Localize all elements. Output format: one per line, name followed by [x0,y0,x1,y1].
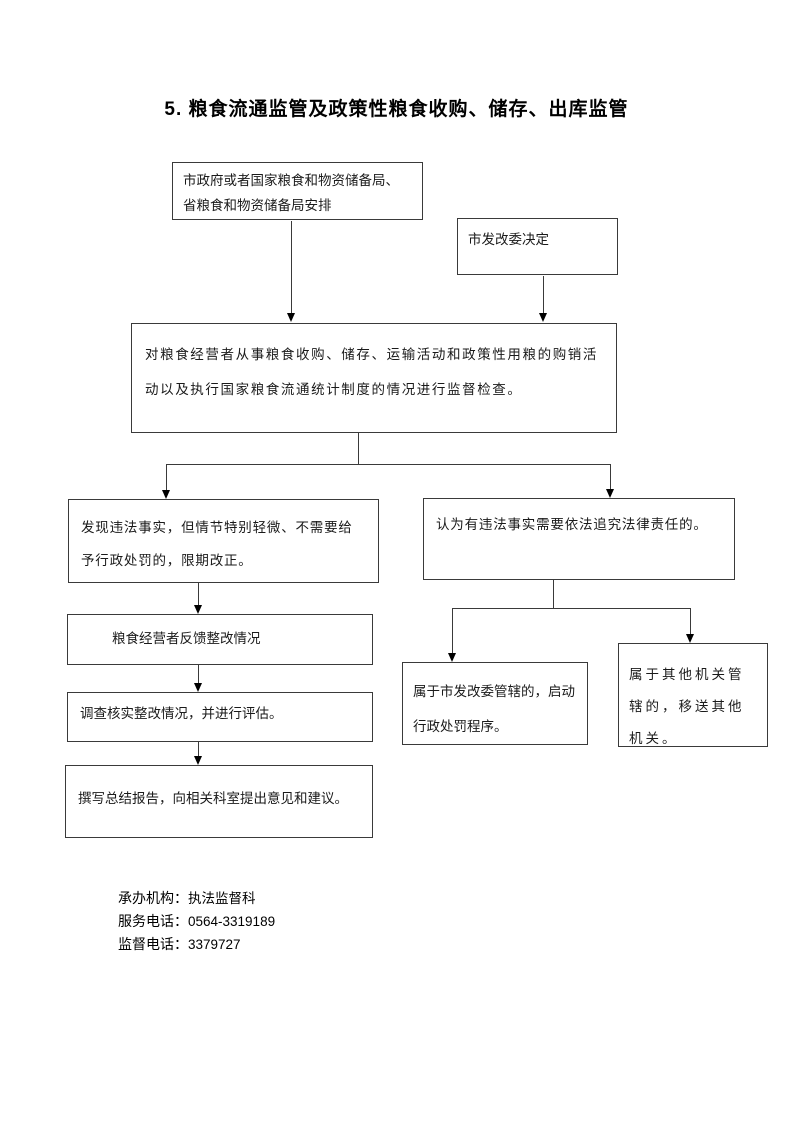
connector-split-left [166,464,167,491]
contact-service-phone: 服务电话：0564-3319189 [118,911,275,934]
contact-supervision-phone: 监督电话：3379727 [118,934,275,957]
arrowhead-verify-to-report [194,756,202,765]
flow-node-report: 撰写总结报告，向相关科室提出意见和建议。 [65,765,373,838]
contact-info: 承办机构：执法监督科 服务电话：0564-3319189 监督电话：337972… [118,888,275,957]
flow-node-feedback: 粮食经营者反馈整改情况 [67,614,373,665]
page-title: 5. 粮食流通监管及政策性粮食收购、储存、出库监管 [164,99,629,120]
contact-agency-label: 承办机构： [118,892,188,907]
arrowhead-arrange-to-inspect [287,313,295,322]
connector-split-right [610,464,611,490]
connector-split-horizontal [166,464,611,465]
contact-supervision-phone-label: 监督电话： [118,938,188,953]
connector-arrange-to-inspect [291,221,292,313]
connector-minor-to-feedback [198,583,199,606]
arrowhead-minor-to-feedback [194,605,202,614]
connector-verify-to-report [198,742,199,757]
arrowhead-split-right [606,489,614,498]
connector-decide-to-inspect [543,276,544,313]
arrowhead-liability-split-right [686,634,694,643]
connector-inspect-down [358,433,359,464]
contact-service-phone-value: 0564-3319189 [188,914,276,929]
flow-node-decide: 市发改委决定 [457,218,618,275]
connector-liability-down [553,580,554,608]
contact-agency-value: 执法监督科 [188,891,256,906]
connector-liability-split-horizontal [452,608,691,609]
arrowhead-decide-to-inspect [539,313,547,322]
flow-node-ndrc-jurisdiction: 属于市发改委管辖的，启动行政处罚程序。 [402,662,588,745]
connector-liability-split-left [452,608,453,654]
arrowhead-split-left [162,490,170,499]
contact-supervision-phone-value: 3379727 [188,937,241,952]
flow-node-other-authority: 属于其他机关管辖的，移送其他机关。 [618,643,768,747]
arrowhead-feedback-to-verify [194,683,202,692]
flow-node-arrange: 市政府或者国家粮食和物资储备局、省粮食和物资储备局安排 [172,162,423,220]
connector-feedback-to-verify [198,665,199,684]
flow-node-legal-liability: 认为有违法事实需要依法追究法律责任的。 [423,498,735,580]
arrowhead-liability-split-left [448,653,456,662]
contact-service-phone-label: 服务电话： [118,915,188,930]
flow-node-minor-violation: 发现违法事实，但情节特别轻微、不需要给予行政处罚的，限期改正。 [68,499,379,583]
flow-node-verify: 调查核实整改情况，并进行评估。 [67,692,373,742]
connector-liability-split-right [690,608,691,635]
flow-node-inspect: 对粮食经营者从事粮食收购、储存、运输活动和政策性用粮的购销活动以及执行国家粮食流… [131,323,617,433]
contact-agency: 承办机构：执法监督科 [118,888,275,911]
